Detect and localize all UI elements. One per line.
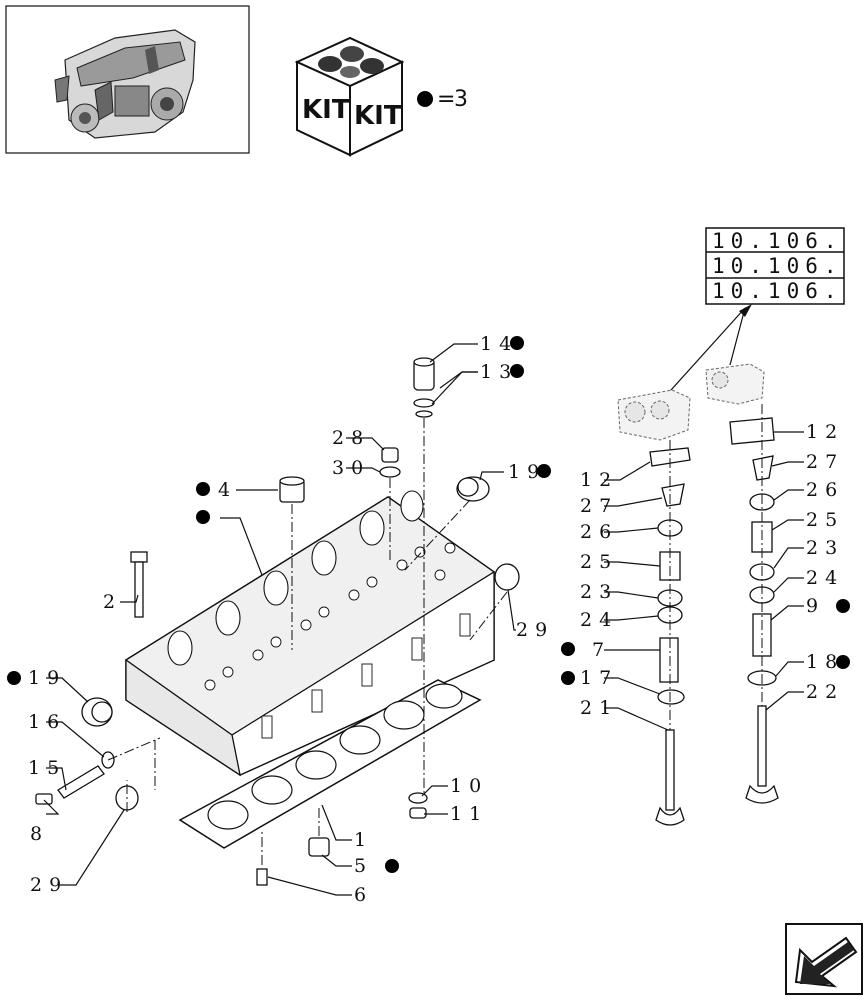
callout-25-right[interactable]: 25 <box>806 509 844 531</box>
kit-text-right: KIT <box>354 101 402 131</box>
callout-1[interactable]: 1 <box>354 829 373 851</box>
kit-legend: = 3 <box>417 87 468 112</box>
callout-6[interactable]: 6 <box>354 884 373 906</box>
assembly-guide-lines <box>107 404 763 865</box>
callout-13[interactable]: 13 <box>480 361 518 383</box>
callout-19-top[interactable]: 19 <box>508 461 546 483</box>
callouts: 14 13 28 30 19 4 2 29 19 16 15 8 29 10 1… <box>7 333 850 906</box>
callout-23-right[interactable]: 23 <box>806 537 844 559</box>
kit-dot-19-top <box>537 464 551 478</box>
engine-thumbnail[interactable] <box>5 5 250 154</box>
callout-2[interactable]: 2 <box>103 591 122 613</box>
callout-4[interactable]: 4 <box>218 479 237 501</box>
callout-10[interactable]: 10 <box>450 775 488 797</box>
kit-legend-dot <box>417 91 433 107</box>
kit-dot-13 <box>510 364 524 378</box>
kit-dot-5 <box>385 859 399 873</box>
callout-25-left[interactable]: 25 <box>580 551 618 573</box>
kit-dot-17 <box>561 671 575 685</box>
callout-7[interactable]: 7 <box>592 639 611 661</box>
callout-5[interactable]: 5 <box>354 855 373 877</box>
kit-dot-14 <box>510 336 524 350</box>
reference-link-1[interactable]: 10.106. <box>712 229 843 253</box>
rocker-arm-assembly-right <box>705 363 765 405</box>
kit-dot-18 <box>836 655 850 669</box>
callout-12-left[interactable]: 12 <box>580 469 618 491</box>
part-injector-sleeve <box>413 357 435 418</box>
kit-dot-19-left <box>7 671 21 685</box>
kit-dot-9 <box>836 599 850 613</box>
part-plug-19-top <box>456 476 490 502</box>
callout-24-right[interactable]: 24 <box>806 567 844 589</box>
callout-leaders <box>43 343 804 896</box>
callout-8[interactable]: 8 <box>30 823 49 845</box>
callout-19-left[interactable]: 19 <box>28 667 66 689</box>
nav-arrow-button[interactable] <box>785 923 863 995</box>
callout-9[interactable]: 9 <box>806 595 825 617</box>
part-plug-19-left <box>81 697 113 727</box>
callout-18[interactable]: 18 <box>806 651 844 673</box>
callout-29-top[interactable]: 29 <box>516 619 554 641</box>
callout-21[interactable]: 21 <box>580 697 618 719</box>
cylinder-head-gasket <box>178 679 482 849</box>
part-sensor-15 <box>57 765 105 799</box>
reference-table: 10.106. 10.106. 10.106. <box>705 227 845 305</box>
callout-24-left[interactable]: 24 <box>580 609 618 631</box>
part-dowel-6 <box>256 868 268 886</box>
callout-15[interactable]: 15 <box>28 757 66 779</box>
callout-28[interactable]: 28 <box>332 427 370 449</box>
kit-legend-value: 3 <box>454 87 468 112</box>
callout-27-left[interactable]: 27 <box>580 495 618 517</box>
callout-14[interactable]: 14 <box>480 333 518 355</box>
callout-23-left[interactable]: 23 <box>580 581 618 603</box>
rocker-arm-assembly-left <box>617 389 691 441</box>
callout-16[interactable]: 16 <box>28 711 66 733</box>
callout-26-left[interactable]: 26 <box>580 521 618 543</box>
arrow-bottom-left-icon <box>794 936 858 988</box>
callout-22[interactable]: 22 <box>806 681 844 703</box>
callout-11[interactable]: 11 <box>450 803 488 825</box>
callout-17[interactable]: 17 <box>580 667 618 689</box>
callout-12-right[interactable]: 12 <box>806 421 844 443</box>
callout-30[interactable]: 30 <box>332 457 370 479</box>
cylinder-head <box>124 490 496 777</box>
part-plug-11 <box>409 807 427 819</box>
engine-icon <box>54 29 196 139</box>
kit-box-icon: KIT KIT <box>294 36 405 157</box>
kit-text-left: KIT <box>302 95 350 125</box>
part-fitting-8 <box>35 793 53 805</box>
part-bolt-2 <box>130 551 148 618</box>
reference-pointer-lines <box>661 304 752 401</box>
part-plug-29-top <box>494 563 520 591</box>
callout-26-right[interactable]: 26 <box>806 479 844 501</box>
part-cup-4 <box>279 476 305 503</box>
valve-train-left <box>649 447 691 826</box>
kit-dot-head <box>196 510 210 524</box>
valve-train-right <box>729 417 779 804</box>
reference-link-3[interactable]: 10.106. <box>712 279 843 303</box>
callout-27-right[interactable]: 27 <box>806 451 844 473</box>
part-cup-5 <box>308 837 330 857</box>
kit-dot-4 <box>196 482 210 496</box>
svg-text:=: = <box>437 87 455 112</box>
kit-dot-7 <box>561 642 575 656</box>
part-plug-28 <box>379 447 401 478</box>
reference-link-2[interactable]: 10.106. <box>712 254 843 278</box>
callout-29-bottom[interactable]: 29 <box>30 874 68 896</box>
